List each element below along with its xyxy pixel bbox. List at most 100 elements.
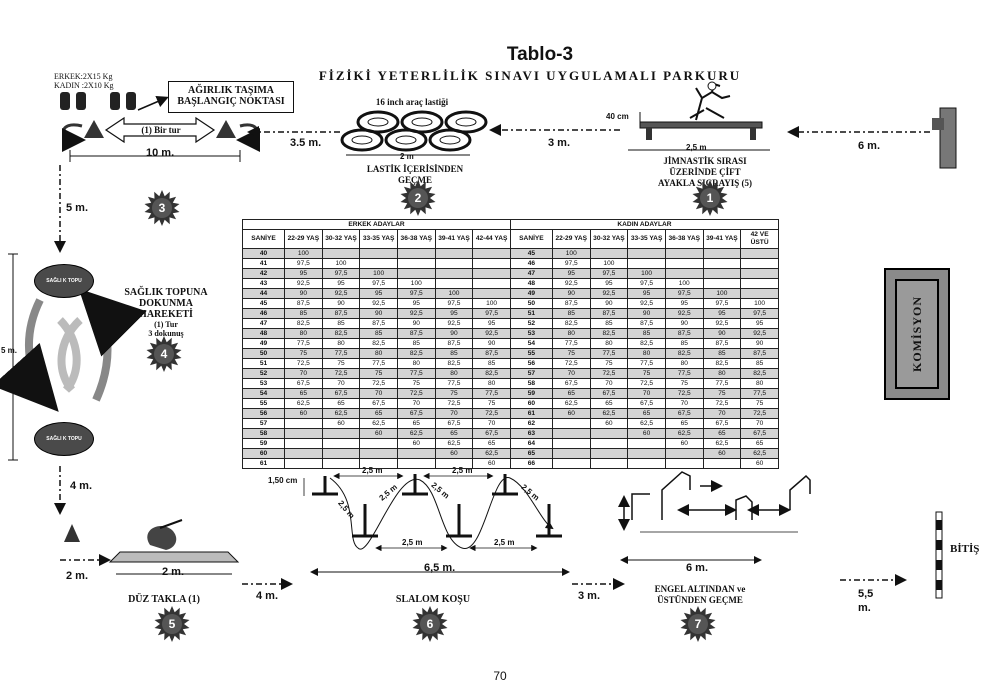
male-age-col-5: 42-44 YAŞ (472, 229, 511, 249)
score-cell: 97,5 (740, 308, 779, 319)
score-cell (702, 278, 742, 289)
score-cell (321, 448, 361, 459)
score-cell: 97,5 (664, 288, 704, 299)
score-cell (627, 248, 666, 259)
station1-line3: AYAKLA SIÇRAYIŞ (5) (657, 178, 753, 188)
entry-gate-icon (932, 107, 957, 169)
score-cell: 80 (396, 358, 436, 369)
score-cell: 62,5 (472, 448, 511, 459)
score-cell: 62,5 (627, 418, 666, 429)
commission-label: KOMİSYON (909, 295, 924, 372)
seconds-cell: 63 (509, 428, 553, 439)
finish-label: BİTİŞ (950, 543, 980, 555)
cone-icon (64, 524, 80, 542)
seconds-cell: 40 (242, 248, 285, 259)
score-cell: 72,5 (284, 358, 323, 369)
score-cell: 85 (396, 338, 436, 349)
seconds-cell: 50 (509, 298, 553, 309)
score-cell: 85 (284, 308, 323, 319)
score-cell (284, 418, 323, 429)
score-cell (472, 268, 511, 279)
score-cell (551, 438, 591, 449)
seconds-cell: 60 (242, 448, 285, 459)
score-cell (434, 248, 474, 259)
score-cell: 95 (627, 288, 666, 299)
start-box-line2: BAŞLANGIÇ NOKTASI (177, 96, 285, 107)
score-cell: 95 (472, 318, 511, 329)
score-cell: 67,5 (321, 388, 361, 399)
seconds-cell: 59 (242, 438, 285, 449)
score-cell: 70 (321, 378, 361, 389)
page-subtitle: FİZİKİ YETERLİLİK SINAVI UYGULAMALI PARK… (318, 68, 742, 83)
seconds-cell: 61 (242, 458, 285, 469)
score-cell: 90 (396, 318, 436, 329)
seconds-cell: 46 (509, 258, 553, 269)
score-cell: 60 (284, 408, 323, 419)
distance-5-5-unit: m. (858, 602, 871, 614)
score-cell: 80 (472, 378, 511, 389)
score-cell: 100 (472, 298, 511, 309)
tires-icon (340, 110, 488, 156)
score-cell: 82,5 (589, 328, 629, 339)
score-cell: 95 (284, 268, 323, 279)
score-cell: 87,5 (740, 348, 779, 359)
score-cell (359, 248, 398, 259)
station4-line1: SAĞLIK TOPUNA (124, 287, 208, 298)
weight-female: KADIN :2X10 Kg (54, 81, 114, 90)
score-cell: 65 (472, 438, 511, 449)
score-cell: 85 (589, 318, 629, 329)
health-ball-bottom: SAĞLI K TOPU (34, 422, 94, 456)
score-cell: 82,5 (664, 348, 704, 359)
score-cell: 77,5 (551, 338, 591, 349)
score-cell: 67,5 (702, 418, 742, 429)
score-cell (551, 448, 591, 459)
score-cell (284, 458, 323, 469)
score-cell: 80 (664, 358, 704, 369)
score-cell: 77,5 (664, 368, 704, 379)
slalom-poles-icon (312, 474, 562, 538)
score-cell (396, 248, 436, 259)
score-cell: 60 (664, 438, 704, 449)
score-cell: 62,5 (321, 408, 361, 419)
seconds-cell: 66 (509, 458, 553, 469)
score-cell (702, 268, 742, 279)
score-cell: 97,5 (589, 268, 629, 279)
station-badge-7: 7 (680, 606, 716, 642)
seconds-cell: 52 (242, 368, 285, 379)
score-cell: 100 (434, 288, 474, 299)
score-cell: 75 (551, 348, 591, 359)
score-cell (740, 258, 779, 269)
score-cell: 100 (627, 268, 666, 279)
score-cell: 97,5 (627, 278, 666, 289)
score-cell: 92,5 (359, 298, 398, 309)
seconds-cell: 59 (509, 388, 553, 399)
score-cell: 97,5 (284, 258, 323, 269)
score-cell: 65 (740, 438, 779, 449)
score-cell: 100 (321, 258, 361, 269)
station1-label: JİMNASTİK SIRASI ÜZERİNDE ÇİFT AYAKLA SI… (640, 156, 770, 189)
score-cell: 90 (359, 308, 398, 319)
score-cell: 82,5 (627, 338, 666, 349)
score-cell (589, 428, 629, 439)
score-cell: 100 (702, 288, 742, 299)
cone-icon (84, 120, 104, 138)
score-cell: 87,5 (589, 308, 629, 319)
score-cell: 62,5 (284, 398, 323, 409)
score-cell (740, 288, 779, 299)
station-badge-4: 4 (146, 336, 182, 372)
score-cell: 92,5 (627, 298, 666, 309)
score-cell: 82,5 (359, 338, 398, 349)
distance-6-5m: 6,5 m. (424, 562, 456, 574)
score-cell: 60 (551, 408, 591, 419)
score-cell: 82,5 (551, 318, 591, 329)
seconds-cell: 57 (242, 418, 285, 429)
score-cell (740, 248, 779, 259)
score-cell (627, 458, 666, 469)
distance-3m-top: 3 m. (548, 137, 571, 149)
seconds-cell: 61 (509, 408, 553, 419)
female-age-col-0: 22-29 YAŞ (551, 229, 591, 249)
distance-5-5: 5,5 (858, 588, 874, 600)
score-cell: 70 (702, 408, 742, 419)
